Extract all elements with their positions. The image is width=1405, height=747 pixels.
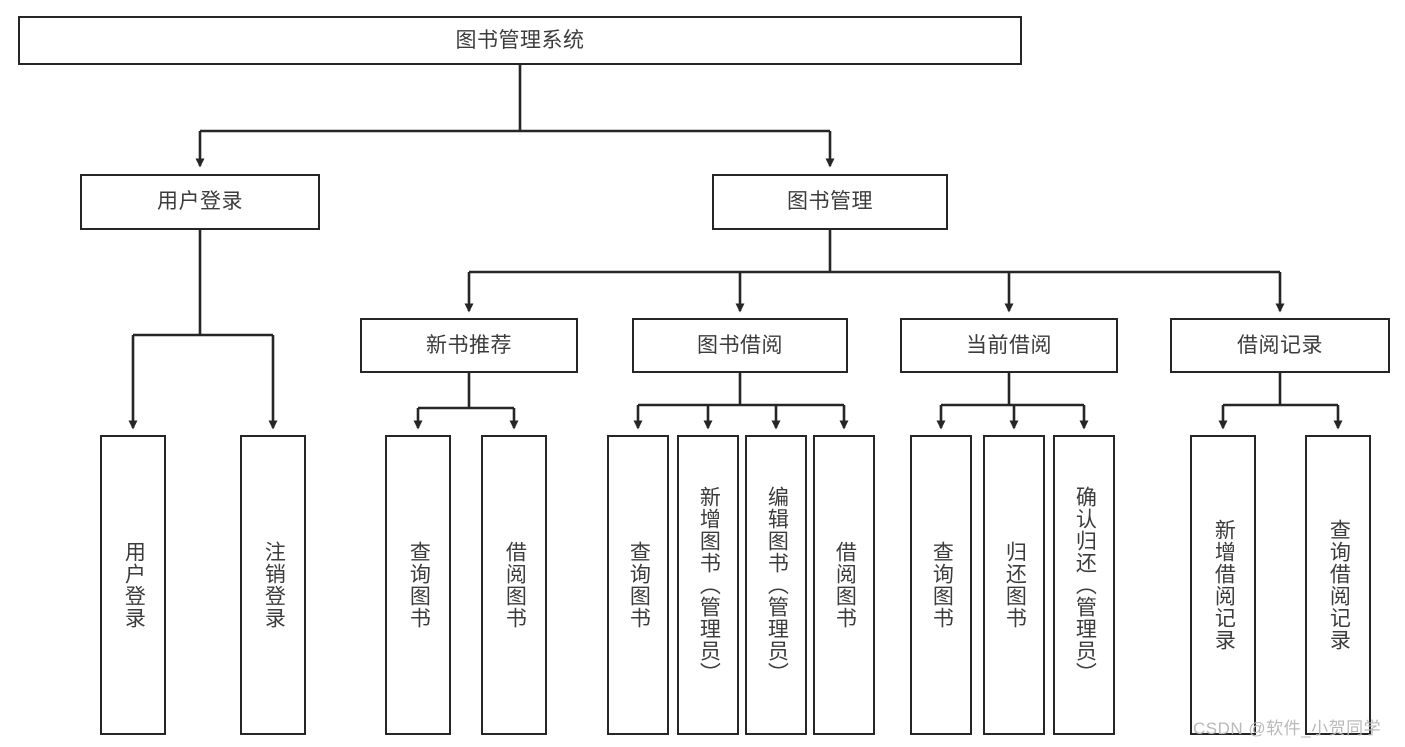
node-leaf-borrow-book-1-label: 借阅图书	[503, 541, 527, 629]
node-leaf-query-book-1[interactable]: 查询图书	[385, 435, 451, 735]
node-leaf-return-book[interactable]: 归还图书	[983, 435, 1045, 735]
node-leaf-query-borrow-record[interactable]: 查询借阅记录	[1305, 435, 1371, 735]
node-leaf-edit-book-admin-label: 编辑图书（管理员）	[765, 486, 789, 684]
node-leaf-query-book-3-label: 查询图书	[930, 541, 954, 629]
node-leaf-edit-book-admin[interactable]: 编辑图书（管理员）	[745, 435, 807, 735]
node-leaf-add-borrow-record[interactable]: 新增借阅记录	[1190, 435, 1256, 735]
node-leaf-query-book-1-label: 查询图书	[407, 541, 431, 629]
node-root[interactable]: 图书管理系统	[18, 16, 1022, 65]
node-leaf-query-borrow-record-label: 查询借阅记录	[1327, 519, 1351, 651]
node-leaf-confirm-return-admin-label: 确认归还（管理员）	[1073, 486, 1097, 684]
csdn-watermark: CSDN @软件_小贺同学	[1193, 719, 1382, 738]
node-leaf-confirm-return-admin[interactable]: 确认归还（管理员）	[1053, 435, 1115, 735]
node-leaf-query-book-2-label: 查询图书	[627, 541, 651, 629]
node-leaf-add-book-admin[interactable]: 新增图书（管理员）	[677, 435, 739, 735]
node-borrow-record[interactable]: 借阅记录	[1170, 318, 1390, 373]
node-leaf-add-borrow-record-label: 新增借阅记录	[1212, 519, 1236, 651]
node-user-login-label: 用户登录	[157, 190, 243, 214]
node-root-label: 图书管理系统	[455, 28, 585, 52]
node-user-login[interactable]: 用户登录	[80, 174, 320, 230]
node-new-book-recommend[interactable]: 新书推荐	[360, 318, 578, 373]
node-leaf-query-book-2[interactable]: 查询图书	[607, 435, 669, 735]
node-new-book-recommend-label: 新书推荐	[426, 333, 512, 357]
node-leaf-borrow-book-2-label: 借阅图书	[833, 541, 857, 629]
node-current-borrow-label: 当前借阅	[966, 333, 1052, 357]
node-leaf-user-login[interactable]: 用户登录	[100, 435, 166, 735]
node-book-manage-label: 图书管理	[787, 190, 873, 214]
node-leaf-return-book-label: 归还图书	[1003, 541, 1027, 629]
node-leaf-add-book-admin-label: 新增图书（管理员）	[697, 486, 721, 684]
node-current-borrow[interactable]: 当前借阅	[900, 318, 1118, 373]
node-leaf-borrow-book-2[interactable]: 借阅图书	[813, 435, 875, 735]
node-book-manage[interactable]: 图书管理	[712, 174, 948, 230]
node-book-borrow-label: 图书借阅	[697, 333, 783, 357]
node-borrow-record-label: 借阅记录	[1237, 333, 1323, 357]
node-book-borrow[interactable]: 图书借阅	[632, 318, 848, 373]
node-leaf-query-book-3[interactable]: 查询图书	[910, 435, 972, 735]
node-leaf-logout-login[interactable]: 注销登录	[240, 435, 306, 735]
node-leaf-logout-login-label: 注销登录	[262, 541, 286, 629]
node-leaf-borrow-book-1[interactable]: 借阅图书	[481, 435, 547, 735]
node-leaf-user-login-label: 用户登录	[122, 541, 146, 629]
